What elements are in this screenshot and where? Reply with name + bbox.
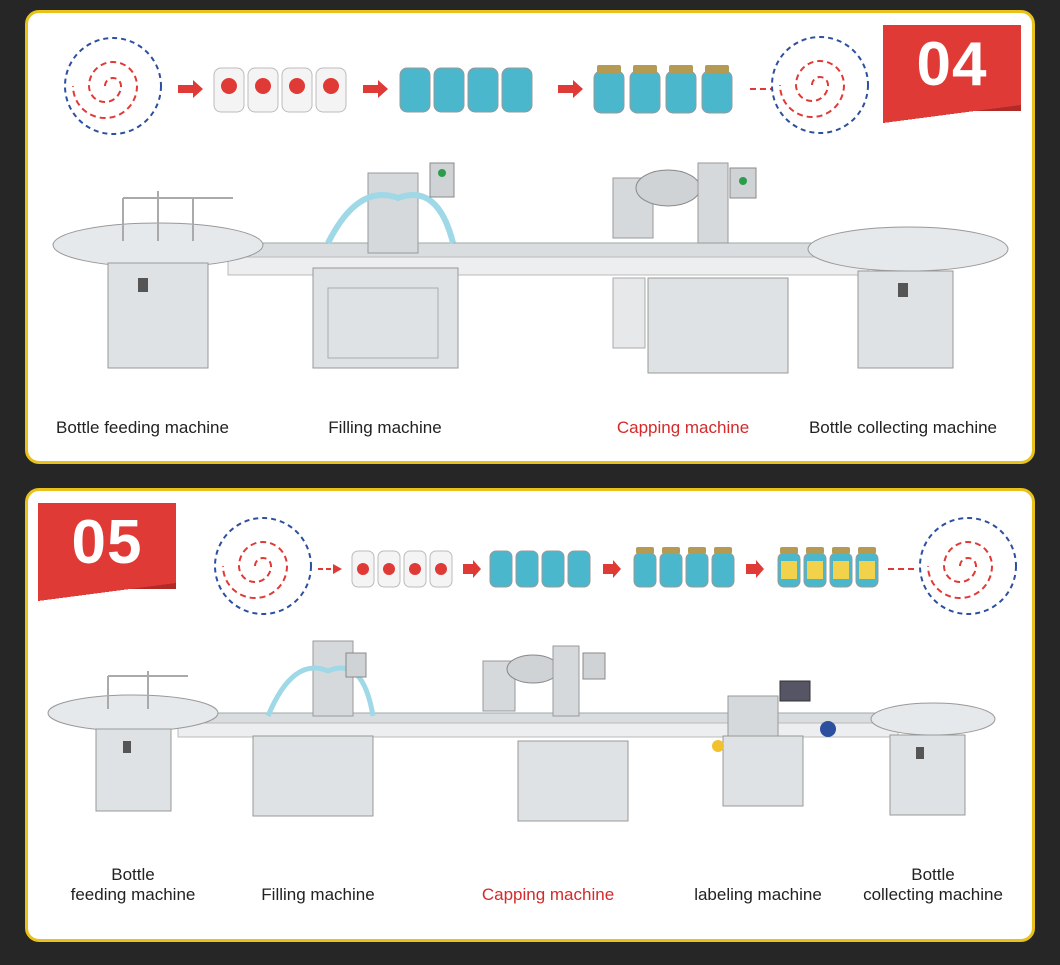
label-line: collecting machine [863, 885, 1003, 904]
panel-step-05: 05 Bottle feeding machine Filling machin… [25, 488, 1035, 942]
filled-bottles [399, 67, 533, 113]
label-line: Bottle [911, 865, 955, 884]
step-badge: 04 [883, 25, 1021, 123]
empty-bottles [351, 550, 453, 588]
label-filling: Filling machine [261, 885, 375, 904]
labeling-machine [712, 680, 836, 807]
label-line: Bottle [111, 865, 155, 884]
capping-machine [612, 162, 789, 374]
label-bottle-collecting: Bottle collecting machine [853, 865, 1013, 905]
bottle-collecting-machine [870, 702, 996, 816]
empty-bottles [213, 67, 347, 113]
label-bottle-feeding: Bottle feeding machine [56, 418, 229, 437]
filling-machine [252, 640, 376, 817]
flow-arrows [318, 560, 918, 578]
label-bottle-feeding: Bottle feeding machine [58, 865, 208, 905]
step-badge: 05 [38, 503, 176, 601]
turntable-spiral-icon-in [214, 517, 312, 615]
turntable-spiral-icon-in [64, 37, 162, 135]
label-capping: Capping machine [481, 885, 615, 904]
capped-bottles [633, 547, 735, 588]
bottle-collecting-machine [807, 226, 1009, 369]
label-line: feeding machine [70, 885, 196, 904]
capped-bottles [593, 65, 733, 114]
filling-machine [312, 162, 459, 369]
capping-machine [482, 645, 629, 822]
label-capping: Capping machine [616, 418, 750, 437]
conveyor-belt [227, 242, 869, 258]
turntable-spiral-icon-out [919, 517, 1017, 615]
bottle-feeding-machine [52, 191, 264, 369]
bottle-feeding-machine [47, 671, 219, 812]
label-bottle-collecting: Bottle collecting machine [808, 418, 998, 437]
flow-arrows [178, 80, 773, 98]
production-line-illustration-05 [47, 517, 1017, 822]
panel-step-04: 04 Bottle feeding machine Filling machin… [25, 10, 1035, 464]
filled-bottles [489, 550, 591, 588]
conveyor-belt [177, 712, 899, 724]
label-filling: Filling machine [328, 418, 442, 437]
production-line-illustration-04 [52, 36, 1009, 374]
turntable-spiral-icon-out [771, 36, 869, 134]
label-labeling: labeling machine [694, 885, 822, 904]
labeled-bottles [777, 547, 879, 588]
